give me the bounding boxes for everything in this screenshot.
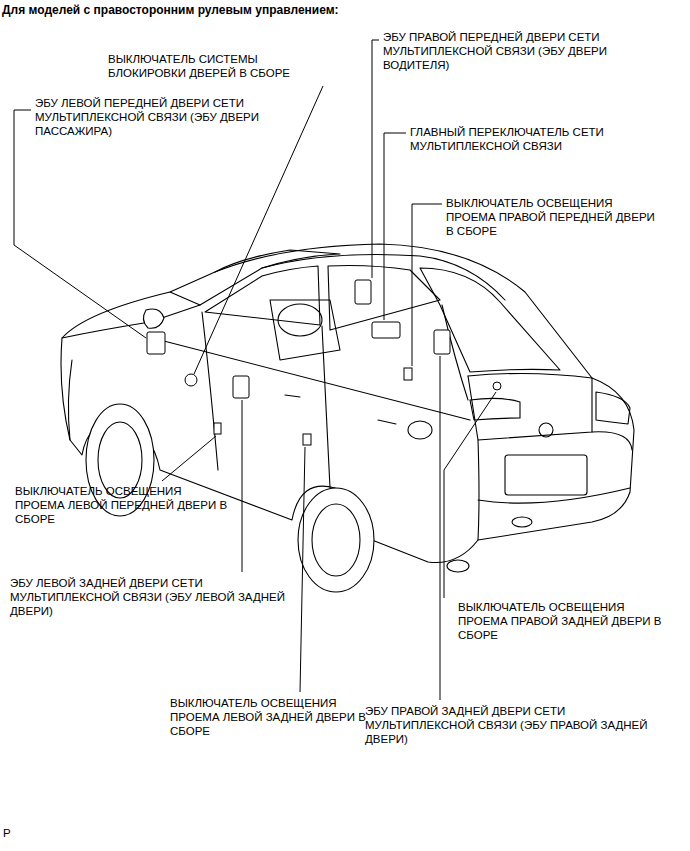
switch-label: ГЛАВНЫЙ ПЕРЕКЛЮЧАТЕЛЬ СЕТИ МУЛЬТИПЛЕКСНО… bbox=[410, 125, 655, 153]
page-mark: P bbox=[3, 826, 33, 840]
page-title: Для моделей с правосторонним рулевым упр… bbox=[2, 3, 339, 18]
switch-label: ВЫКЛЮЧАТЕЛЬ ОСВЕЩЕНИЯ ПРОЕМА ПРАВОЙ ЗАДН… bbox=[458, 600, 673, 642]
ecu-label: ЭБУ ЛЕВОЙ ПЕРЕДНЕЙ ДВЕРИ СЕТИ МУЛЬТИПЛЕК… bbox=[35, 96, 285, 138]
switch-label: ВЫКЛЮЧАТЕЛЬ ОСВЕЩЕНИЯ ПРОЕМА ЛЕВОЙ ЗАДНЕ… bbox=[170, 696, 385, 738]
ecu-label: ЭБУ ПРАВОЙ ПЕРЕДНЕЙ ДВЕРИ СЕТИ МУЛЬТИПЛЕ… bbox=[383, 30, 648, 72]
switch-label: ВЫКЛЮЧАТЕЛЬ ОСВЕЩЕНИЯ ПРОЕМА ПРАВОЙ ПЕРЕ… bbox=[446, 196, 661, 238]
switch-label: ВЫКЛЮЧАТЕЛЬ СИСТЕМЫ БЛОКИРОВКИ ДВЕРЕЙ В … bbox=[108, 52, 328, 80]
ecu-label: ЭБУ ЛЕВОЙ ЗАДНЕЙ ДВЕРИ СЕТИ МУЛЬТИПЛЕКСН… bbox=[10, 576, 285, 618]
ecu-label: ЭБУ ПРАВОЙ ЗАДНЕЙ ДВЕРИ СЕТИ МУЛЬТИПЛЕКС… bbox=[365, 704, 665, 746]
switch-label: ВЫКЛЮЧАТЕЛЬ ОСВЕЩЕНИЯ ПРОЕМА ЛЕВОЙ ПЕРЕД… bbox=[15, 484, 230, 526]
